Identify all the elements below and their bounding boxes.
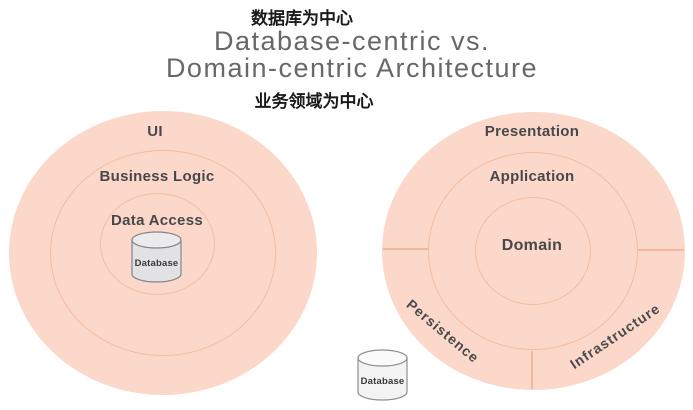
external-database-cylinder-icon: Database: [357, 349, 408, 403]
caption-domain-centric: 业务领域为中心: [254, 92, 374, 111]
business-logic-ring: [50, 150, 276, 356]
application-label: Application: [489, 168, 575, 185]
diagram-title-line1: Database-centric vs.: [213, 26, 491, 56]
segment-divider-right: [638, 249, 684, 251]
domain-label: Domain: [501, 237, 563, 254]
business-logic-label: Business Logic: [99, 168, 215, 185]
application-ring: [428, 152, 638, 350]
segment-divider-bottom: [531, 351, 533, 389]
diagram-title-line2: Domain-centric Architecture: [165, 53, 539, 83]
cylinder-shape: [131, 231, 182, 283]
ui-label: UI: [147, 123, 163, 140]
domain-core: [475, 197, 591, 305]
external-database-label: Database: [360, 376, 405, 387]
cylinder-shape: [357, 349, 408, 401]
data-access-label: Data Access: [111, 212, 203, 229]
segment-divider-left: [383, 248, 429, 250]
data-access-ring: [100, 193, 215, 295]
database-cylinder-icon: Database: [131, 231, 182, 285]
caption-database-centric: 数据库为中心: [251, 9, 353, 28]
database-label: Database: [134, 258, 179, 269]
presentation-label: Presentation: [484, 123, 580, 140]
